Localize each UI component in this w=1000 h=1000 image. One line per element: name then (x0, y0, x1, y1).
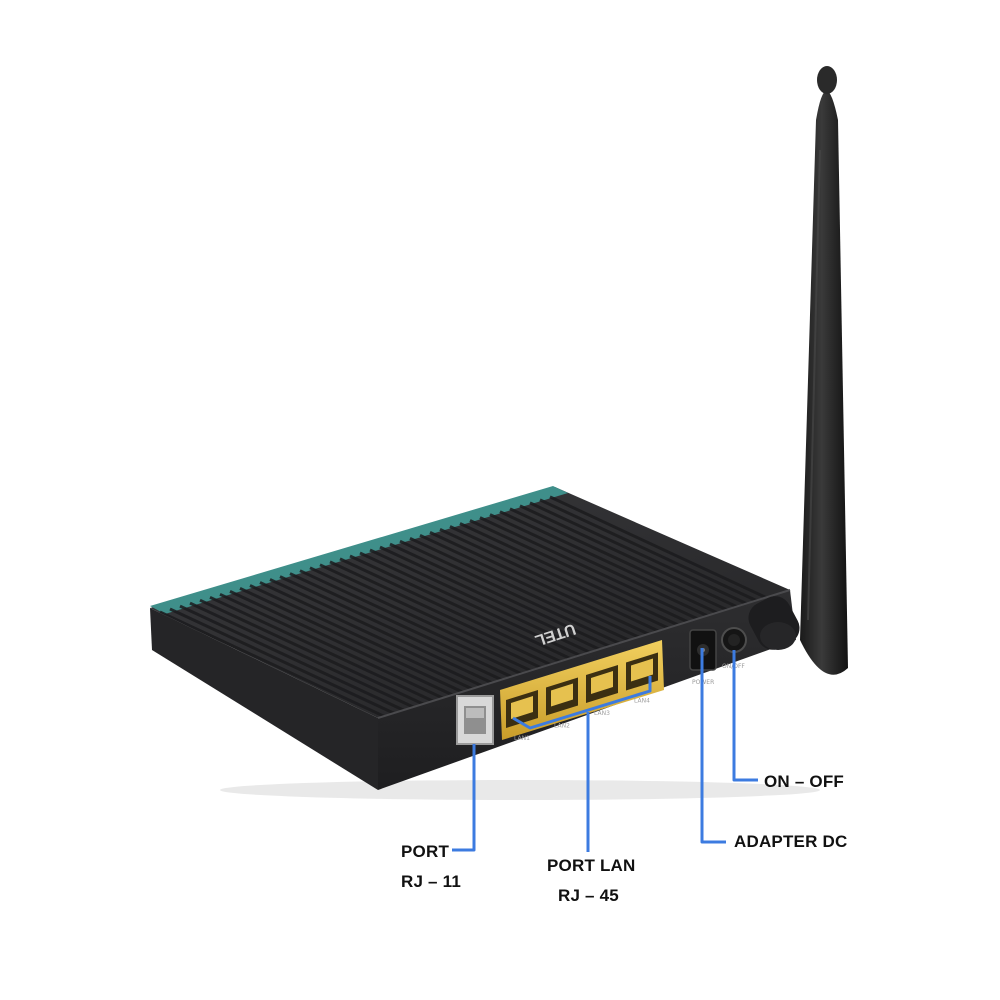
callout-port-rj11-line2: RJ – 11 (401, 872, 462, 891)
router-shadow (220, 780, 820, 800)
vent-ridge (339, 557, 573, 669)
lan-port (546, 677, 578, 716)
lan-port-label: LAN4 (634, 698, 650, 705)
leader-lines (452, 648, 758, 852)
antenna-mount (748, 596, 800, 650)
vent-ridge (539, 498, 773, 610)
vent-ridge (169, 607, 403, 718)
vent-ridge (509, 507, 743, 619)
vent-ridge (429, 531, 663, 642)
callout-port-rj11-line1: PORT (401, 842, 450, 861)
vent-ridge (529, 501, 763, 613)
rj11-port (456, 695, 494, 745)
vent-ridge (469, 519, 703, 630)
vent-ridge (439, 528, 673, 639)
vent-ridge (419, 533, 653, 645)
vent-ridge (499, 510, 733, 622)
vent-ridge (319, 563, 553, 675)
vent-ridge (369, 548, 603, 660)
vent-ridge (449, 525, 683, 636)
vent-ridge (309, 566, 543, 678)
vent-ridge (549, 495, 783, 607)
vent-ridge (179, 604, 413, 716)
lan-port (586, 665, 618, 703)
front-edge-highlight (377, 589, 791, 719)
vent-ridge (459, 522, 693, 633)
vent-ridge (519, 504, 753, 616)
vent-ridge (279, 575, 513, 686)
vent-ridge (219, 592, 453, 704)
vent-ridge (329, 560, 563, 672)
leader-line-rj11 (452, 744, 476, 852)
accent-stripe (150, 486, 568, 614)
router-left-side (150, 608, 378, 790)
vent-ridge (489, 513, 723, 624)
lan-port-label: LAN3 (594, 710, 610, 717)
leader-line-on-off (732, 650, 758, 782)
vent-ridge (379, 545, 613, 657)
callout-port-lan-line1: PORT LAN (547, 856, 636, 875)
vent-ridge (249, 584, 483, 695)
lan-port-label: LAN2 (554, 723, 570, 730)
vent-ridge (189, 601, 423, 713)
vent-ridge (269, 578, 503, 689)
callout-port-lan-line2: RJ – 45 (558, 886, 619, 905)
callout-adapter-dc: ADAPTER DC (734, 832, 848, 851)
vent-ridge (399, 539, 633, 651)
antenna (800, 66, 848, 675)
vent-ridge (199, 598, 433, 710)
vent-ridge (209, 595, 443, 707)
lan-port-housing (500, 640, 664, 740)
vent-ridge (359, 551, 593, 663)
vent-ridge (389, 542, 623, 654)
lan-port-labels: LAN1 LAN2 LAN3 LAN4 (514, 698, 650, 743)
on-off-switch (721, 627, 747, 653)
vent-ridge (259, 581, 493, 692)
vent-ridge (479, 516, 713, 627)
vent-ridge (289, 572, 523, 683)
vent-ridges (159, 495, 783, 718)
vent-ridge (349, 554, 583, 666)
vent-ridge (159, 610, 393, 718)
leader-line-lan (512, 676, 652, 730)
vent-ridge (229, 590, 463, 701)
callout-on-off: ON – OFF (764, 772, 844, 791)
leader-line-adapter-dc (700, 648, 726, 844)
vent-ridge (299, 569, 533, 681)
vent-ridge (239, 587, 473, 698)
vent-ridge (409, 536, 643, 648)
lan-port-label: LAN1 (514, 735, 530, 742)
